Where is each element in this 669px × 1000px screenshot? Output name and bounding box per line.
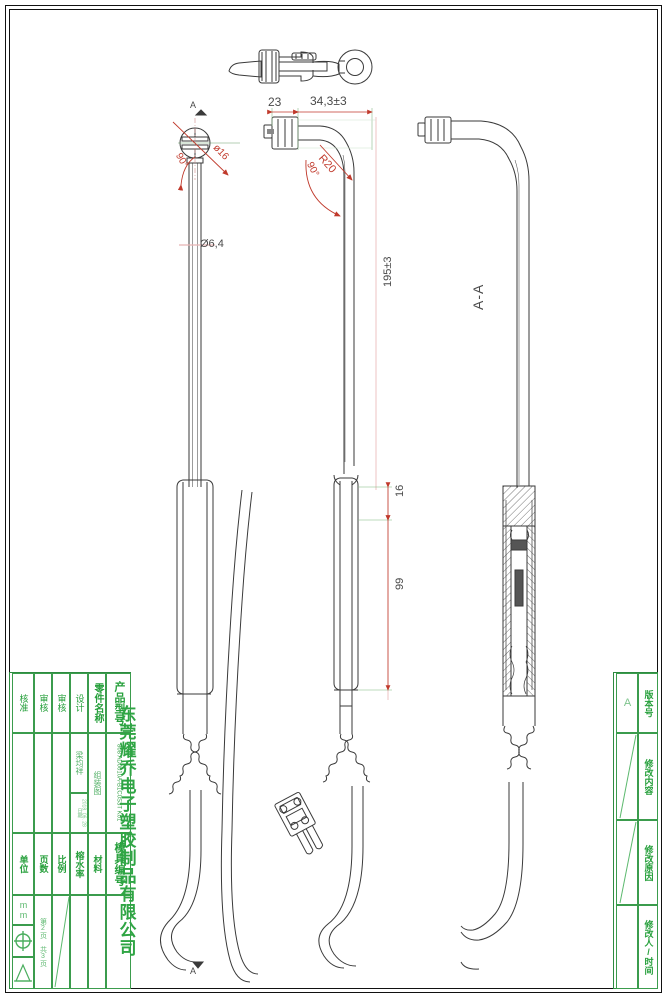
value-scale: [52, 895, 70, 989]
sheet-outer-border: [5, 5, 662, 993]
dim-16: 16: [394, 484, 406, 497]
label-unit-text: 单位: [18, 855, 29, 873]
value-review: [52, 733, 70, 833]
label-pages-text: 页数: [38, 855, 49, 873]
projection-symbol-first: [12, 925, 34, 957]
label-part-name: 零件名称: [88, 673, 106, 733]
revision-block: 版本号 A 修改内容 修改原因 修改人/时间: [613, 672, 658, 989]
label-part-name-text: 零件名称: [92, 683, 103, 723]
value-product-model: 808 AD0010A-B1C0S3T K01: [106, 733, 131, 833]
value-unit: mm: [12, 895, 34, 925]
label-authorize: 核准: [12, 673, 34, 733]
value-part-name-text: 组装图: [93, 771, 102, 795]
value-design: 梁均祥: [70, 733, 88, 793]
title-block: 产品型号 零件名称 设计 审核 审核 核准 808 AD0010A-B1C0S3…: [9, 672, 131, 989]
label-material-text: 材料: [92, 855, 103, 873]
label-date: 日期: [70, 793, 88, 833]
dim-o6-4: Ø6,4: [200, 238, 224, 250]
section-label-a-a: A-A: [470, 283, 486, 310]
label-revision-content-text: 修改内容: [643, 758, 654, 795]
value-part-name: 组装图: [88, 733, 106, 833]
value-pages: 第2页 共3页: [34, 895, 52, 989]
label-design-text: 设计: [74, 694, 85, 712]
label-scale-text: 比例: [56, 855, 67, 873]
value-authorize: [12, 733, 34, 833]
label-revision-content: 修改内容: [638, 733, 658, 820]
label-revision-reason-text: 修改原因: [643, 844, 654, 881]
label-surface: 榕水率: [70, 833, 88, 895]
value-date: 2018. 06. 28: [78, 793, 88, 833]
dim-34-3: 34,3±3: [310, 94, 347, 108]
label-surface-text: 榕水率: [74, 850, 85, 878]
label-version-text: 版本号: [643, 689, 654, 717]
value-revision-content: [616, 733, 638, 820]
dim-23: 23: [268, 95, 282, 109]
label-mold-number: 模具编号: [106, 833, 131, 895]
scale-strike-line: [54, 896, 69, 988]
projection-circle-icon: [14, 931, 32, 951]
value-revision-reason: [616, 820, 638, 905]
label-material: 材料: [88, 833, 106, 895]
left-view-assembly: [160, 127, 222, 971]
revision-content-strike: [619, 734, 637, 819]
label-scale: 比例: [52, 833, 70, 895]
label-version: 版本号: [638, 673, 658, 733]
dim-99: 99: [394, 577, 406, 590]
section-arrow-label-a-bottom: A: [190, 966, 197, 976]
label-approve-text: 审核: [38, 694, 49, 712]
label-revision-reason: 修改原因: [638, 820, 658, 905]
label-design: 设计: [70, 673, 88, 733]
company-name: 东莞耀乔电子塑胶制品有限公司: [113, 678, 139, 983]
revision-reason-strike: [619, 821, 637, 904]
value-unit-text: mm: [18, 900, 29, 920]
dimension-lines: [172, 108, 392, 700]
value-pages-text: 第2页 共3页: [39, 917, 47, 967]
middle-view-assembly: [220, 116, 371, 983]
value-surface: [70, 895, 88, 989]
dim-195: 195±3: [382, 256, 394, 287]
projection-symbol-cone: [12, 957, 34, 989]
label-product-model-text: 产品型号: [113, 681, 125, 725]
clip-hook-detail: [228, 49, 373, 85]
label-reviser-time: 修改人/时间: [638, 905, 658, 989]
value-design-text: 梁均祥: [75, 751, 84, 775]
value-approve: [34, 733, 52, 833]
label-review: 审核: [52, 673, 70, 733]
section-arrows: [191, 109, 208, 969]
label-date-text: 日期: [76, 808, 83, 818]
projection-cone-icon: [14, 963, 32, 982]
label-unit: 单位: [12, 833, 34, 895]
label-pages: 页数: [34, 833, 52, 895]
value-product-model-text: 808 AD0010A-B1C0S3T K01: [115, 744, 122, 822]
label-authorize-text: 核准: [18, 694, 29, 712]
label-review-text: 审核: [56, 694, 67, 712]
value-version-text: A: [621, 697, 634, 709]
value-version: A: [616, 673, 638, 733]
value-mold-number: [106, 895, 131, 989]
label-reviser-time-text: 修改人/时间: [643, 919, 654, 975]
company-name-text: 东莞耀乔电子塑胶制品有限公司: [116, 704, 136, 957]
section-arrow-label-a-top: A: [190, 100, 197, 110]
value-reviser-time: [616, 905, 638, 989]
value-date-text: 2018. 06. 28: [80, 799, 87, 827]
value-material: [88, 895, 106, 989]
sheet-inner-border: [9, 9, 658, 989]
label-mold-number-text: 模具编号: [113, 842, 125, 886]
label-approve: 审核: [34, 673, 52, 733]
label-product-model: 产品型号: [106, 673, 131, 733]
right-section-view: [417, 116, 536, 970]
